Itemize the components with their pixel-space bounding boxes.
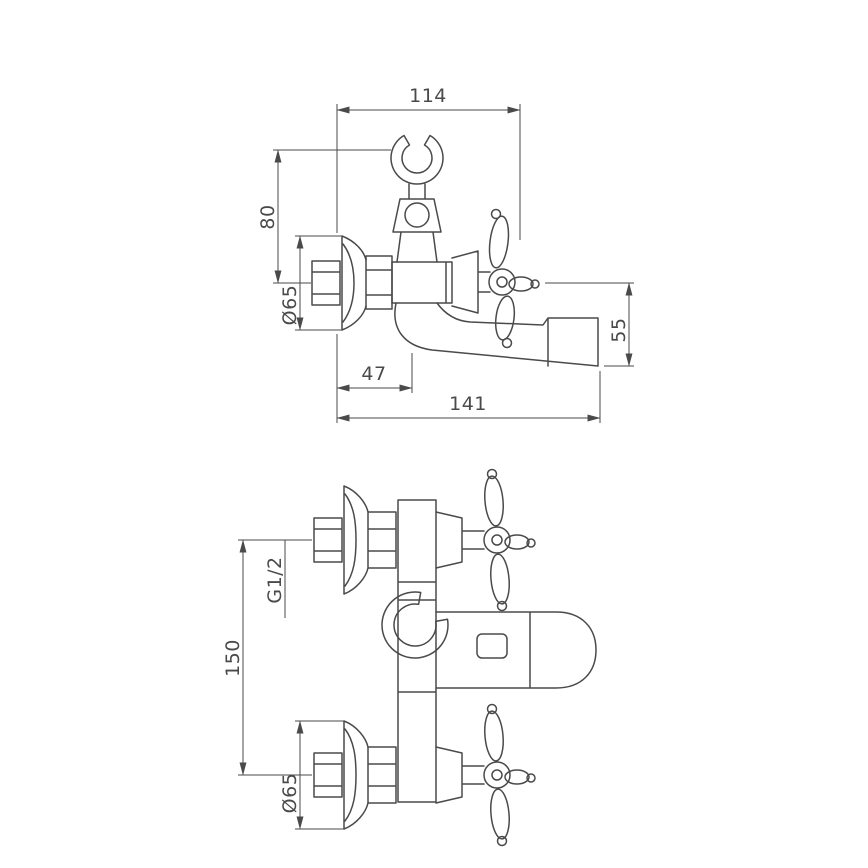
front-holder-fork: [381, 591, 449, 659]
front-top-flange: [343, 485, 369, 595]
front-bottom-handle-knob-right: [526, 773, 536, 783]
front-body: [397, 499, 437, 803]
side-handle-spoke-top: [488, 215, 510, 269]
side-main-body: [391, 261, 453, 304]
side-wall-nut: [311, 260, 341, 306]
side-wall-flange: [341, 235, 367, 331]
side-handle-hub: [488, 268, 516, 296]
front-diverter-knob: [476, 633, 508, 659]
front-view-faucet: [313, 468, 597, 847]
dim-label-141: 141: [449, 393, 487, 415]
front-bottom-handle-hub-cap: [491, 769, 503, 781]
front-bottom-handle-spoke-right: [504, 769, 530, 785]
front-bottom-handle-knob-up: [486, 703, 498, 715]
front-view-dimensions: G1/2 150 Ø65: [222, 539, 344, 830]
front-bottom-handle-spoke-up: [484, 710, 504, 762]
front-top-handle-knob-down: [496, 600, 508, 612]
side-holder-fork: [390, 134, 444, 185]
side-view-dimensions: 114 80 Ø65 55 47 141: [257, 85, 634, 423]
front-bottom-handle-knob-down: [496, 835, 508, 847]
dim-label-80: 80: [257, 204, 279, 229]
front-bottom-handle-spoke-down: [490, 788, 510, 840]
dim-label-114: 114: [409, 85, 447, 107]
front-bottom-nut: [313, 752, 343, 798]
dim-label-thread: G1/2: [264, 556, 286, 603]
front-spout: [435, 611, 597, 689]
side-view-faucet: [311, 134, 599, 367]
side-valve: [451, 250, 491, 314]
front-bottom-adapter: [367, 746, 397, 804]
front-top-handle-hub: [483, 526, 511, 554]
dim-label-47: 47: [361, 363, 386, 385]
side-handle-knob-top: [490, 208, 502, 220]
front-top-handle-spoke-right: [504, 534, 530, 550]
front-bottom-handle-hub: [483, 761, 511, 789]
side-handle-spoke-bottom: [494, 295, 516, 341]
side-spout: [394, 302, 599, 367]
side-bracket-flare: [392, 183, 442, 263]
front-bottom-flange: [343, 720, 369, 830]
front-top-handle-spoke-down: [490, 553, 510, 605]
side-hex-adapter: [365, 255, 393, 310]
front-top-valve: [435, 511, 485, 569]
front-top-handle-spoke-up: [484, 475, 504, 527]
front-top-handle-knob-right: [526, 538, 536, 548]
dim-label-55: 55: [608, 317, 630, 342]
dim-label-flange-diameter: Ø65: [279, 285, 301, 326]
side-handle-knob-right: [530, 279, 540, 289]
front-top-nut: [313, 517, 343, 563]
front-top-handle-hub-cap: [491, 534, 503, 546]
side-handle-spoke-right: [508, 276, 534, 292]
dim-label-150: 150: [222, 639, 244, 677]
front-top-adapter: [367, 511, 397, 569]
side-handle-hub-cap: [496, 276, 508, 288]
front-bottom-valve: [435, 746, 485, 804]
side-bracket-hole: [404, 202, 430, 228]
dim-label-flange-diameter-bottom: Ø65: [279, 773, 301, 814]
side-handle-knob-bottom: [501, 337, 513, 349]
front-top-handle-knob-up: [486, 468, 498, 480]
